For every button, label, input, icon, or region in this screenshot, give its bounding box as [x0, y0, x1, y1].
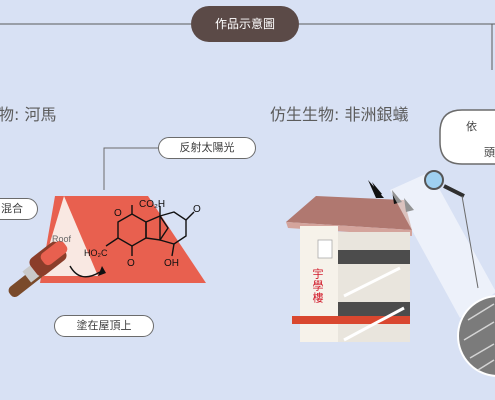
oh-label: OH	[164, 258, 179, 269]
magnifier-handle	[443, 184, 465, 198]
apply-arrow-head	[98, 266, 106, 276]
magnifier-lens	[424, 170, 444, 190]
magnifier-ray-1	[461, 195, 479, 289]
o-label-2: O	[193, 204, 201, 215]
building-sign: 宇學樓	[311, 268, 324, 304]
ho2c-label: HO₂C	[84, 248, 108, 258]
magnifier-beam	[390, 172, 495, 318]
apply-label: 塗在屋頂上	[54, 315, 154, 337]
roof-label: Roof	[52, 234, 72, 244]
zoom-circle	[457, 295, 495, 377]
building-dark-stripe-2	[338, 302, 410, 316]
building-dark-stripe-1	[338, 250, 410, 264]
building-red-band	[292, 316, 410, 324]
building-stair-line-1	[343, 266, 401, 298]
title-pill: 作品示意圖	[191, 6, 299, 42]
reflect-label: 反射太陽光	[158, 137, 256, 159]
reflect-leader-line	[103, 147, 158, 190]
building-roof	[286, 196, 412, 230]
paint-brush-icon	[8, 240, 68, 298]
building-window-1	[317, 239, 333, 259]
co2h-label: CO₂H	[139, 199, 165, 210]
o-label-3: O	[127, 258, 135, 269]
right-callout-text-2: 頭	[484, 146, 495, 159]
title-text: 作品示意圖	[214, 17, 275, 31]
mix-label: 混合	[0, 198, 38, 220]
left-heading: 物: 河馬	[0, 105, 57, 124]
apply-arrow	[69, 265, 101, 278]
zoom-texture	[463, 303, 495, 371]
o-label-1: O	[114, 208, 122, 219]
right-callout-text-1: 依	[466, 120, 477, 133]
right-callout-bubble	[439, 109, 495, 165]
molecule-structure	[105, 205, 195, 257]
right-heading: 仿生生物: 非洲銀蟻	[270, 105, 409, 124]
building-stair-line-2	[343, 306, 405, 342]
